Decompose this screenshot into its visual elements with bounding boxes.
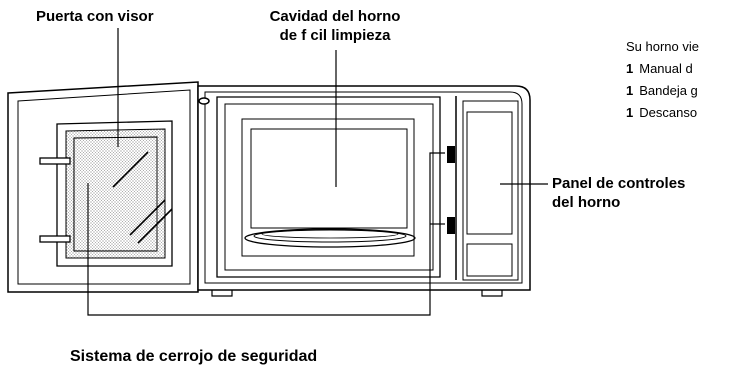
control-panel-label-line-2: del horno: [552, 194, 621, 211]
accessory-text: Manual d: [639, 61, 693, 76]
accessory-text: Descanso: [639, 105, 698, 120]
oven-body: [197, 85, 531, 297]
control-panel-label: Panel de controles del horno: [552, 174, 685, 212]
safety-latch-hooks: [39, 157, 71, 243]
cavity-label: Cavidad del horno de f cil limpieza: [250, 7, 420, 45]
accessory-item: 1 Bandeja g: [626, 81, 698, 100]
accessories-intro: Su horno vie: [626, 39, 699, 54]
control-panel-label-line-1: Panel de controles: [552, 175, 686, 192]
accessory-item: 1 Descanso: [626, 103, 697, 122]
cavity-label-line-2: de f cil limpieza: [279, 27, 391, 44]
door-label: Puerta con visor: [36, 8, 154, 25]
glass-reflection: [112, 151, 173, 244]
accessory-qty: 1: [626, 83, 634, 98]
door: [7, 81, 199, 293]
latch-receivers: [447, 146, 455, 234]
cavity-label-line-1: Cavidad del horno: [269, 8, 401, 25]
safety-lock-label: Sistema de cerrojo de seguridad: [70, 348, 318, 365]
accessory-text: Bandeja g: [639, 83, 698, 98]
accessory-item: 1 Manual d: [626, 59, 693, 78]
accessory-qty: 1: [626, 105, 634, 120]
accessory-qty: 1: [626, 61, 634, 76]
leader-lines: [87, 28, 548, 316]
